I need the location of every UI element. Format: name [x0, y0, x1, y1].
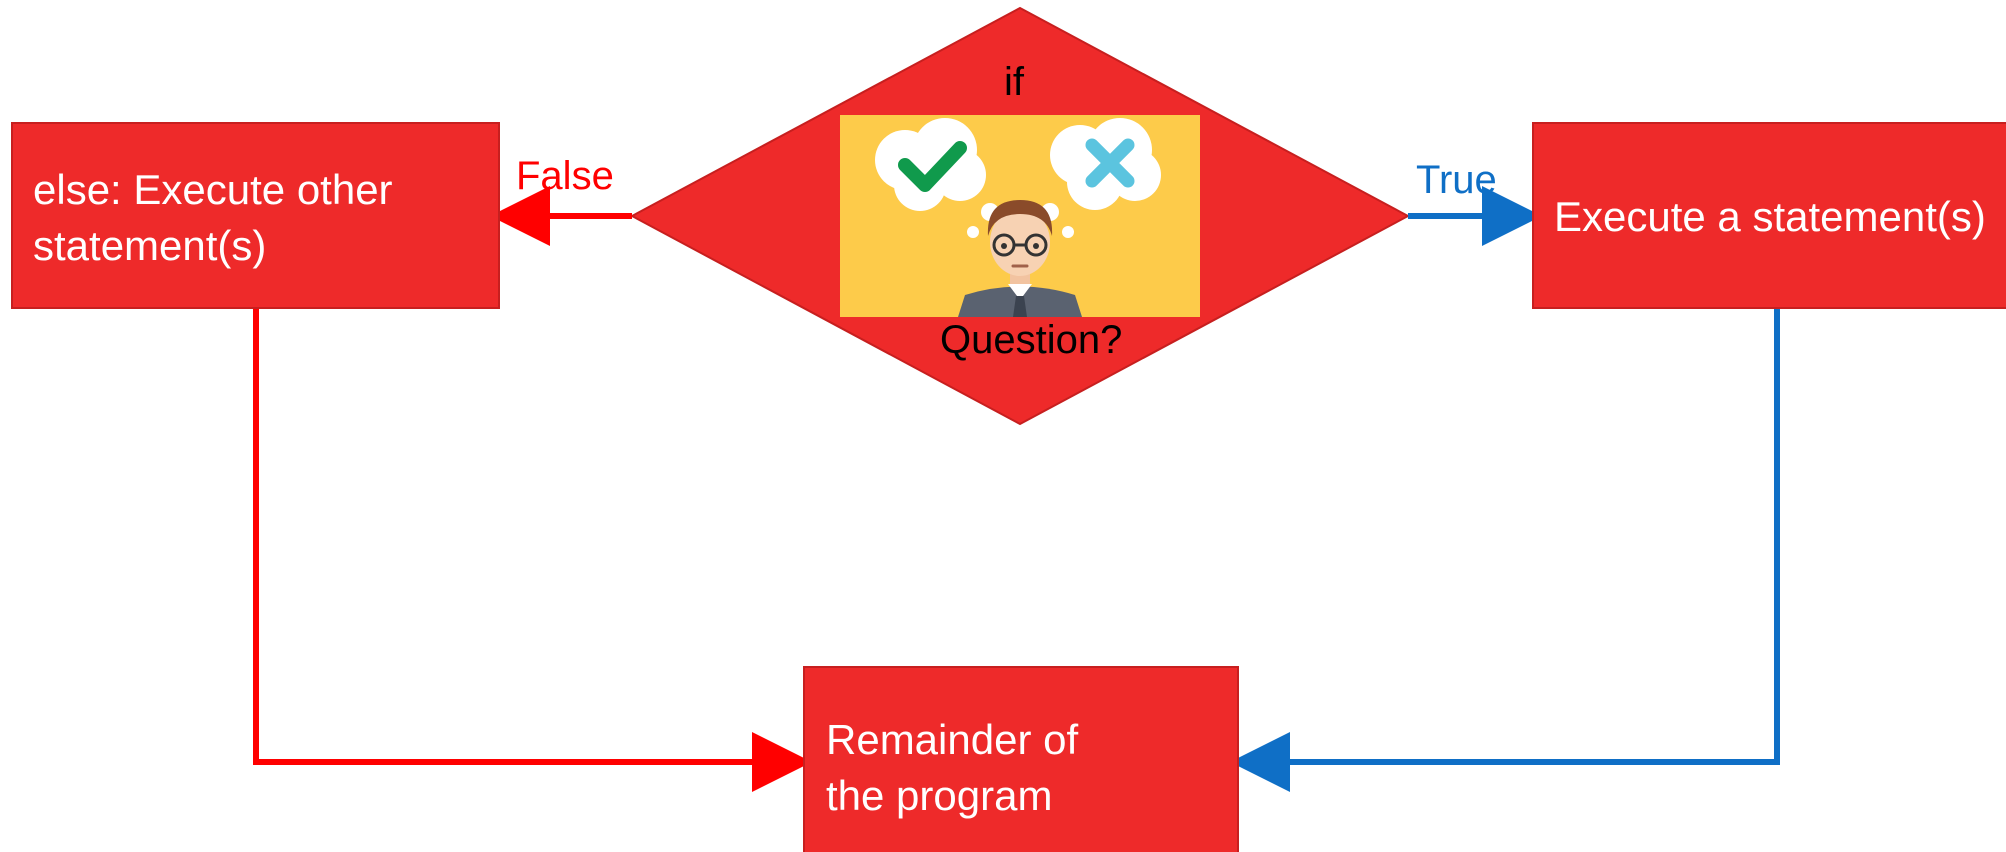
thinking-person-illustration [840, 115, 1200, 317]
else-to-remainder-arrow [253, 309, 812, 792]
true-to-remainder-arrow [1230, 309, 1780, 792]
question-label: Question? [940, 318, 1123, 362]
true-box-text: Execute a statement(s) [1554, 193, 1986, 240]
remainder-box: Remainder of the program [803, 666, 1239, 852]
else-box-line-2: statement(s) [33, 222, 267, 269]
remainder-line-2: the program [826, 772, 1053, 819]
person-thinking-icon [958, 200, 1082, 317]
false-branch-label: False [516, 154, 614, 198]
true-branch-label: True [1416, 158, 1497, 202]
checkmark-cloud-icon [875, 118, 986, 211]
checkmark-icon [898, 141, 967, 192]
else-statement-box: else: Execute other statement(s) [11, 122, 500, 309]
cross-cloud-icon [1050, 118, 1161, 210]
remainder-line-1: Remainder of [826, 716, 1079, 763]
if-label: if [1004, 60, 1024, 104]
true-statement-box: Execute a statement(s) [1532, 122, 2006, 309]
cross-icon [1085, 138, 1135, 188]
else-box-line-1: else: Execute other [33, 166, 393, 213]
